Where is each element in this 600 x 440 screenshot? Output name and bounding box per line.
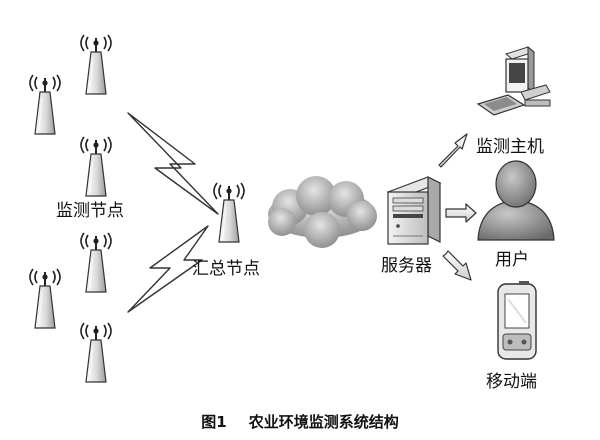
wireless-link-lightning-icon	[127, 112, 219, 215]
network-cloud-icon	[268, 176, 377, 248]
user-icon	[477, 160, 555, 241]
server-icon	[386, 176, 442, 245]
arrow-to-monitor-host	[438, 133, 468, 168]
aggregation-node-label: 汇总节点	[192, 259, 260, 279]
monitor-node-tower	[80, 232, 112, 293]
monitor-nodes-label: 监测节点	[56, 201, 124, 221]
figure-caption: 图1 农业环境监测系统结构	[0, 412, 600, 432]
arrow-to-user	[445, 203, 477, 223]
monitor-host-label: 监测主机	[476, 137, 544, 157]
monitor-node-tower	[80, 322, 112, 383]
monitor-node-tower	[29, 268, 61, 329]
monitor-node-tower	[80, 34, 112, 95]
desktop-computer-icon	[476, 45, 551, 116]
arrow-to-mobile	[442, 250, 472, 281]
figure-title: 农业环境监测系统结构	[248, 413, 399, 431]
figure-number: 图1	[201, 413, 227, 431]
server-label: 服务器	[381, 256, 432, 276]
monitor-node-tower	[80, 136, 112, 197]
user-label: 用户	[495, 250, 529, 270]
mobile-label: 移动端	[486, 372, 537, 392]
wireless-link-lightning-icon	[127, 225, 209, 313]
aggregation-node-tower	[213, 182, 245, 243]
monitor-node-tower	[29, 74, 61, 135]
mobile-device-icon	[497, 281, 537, 360]
